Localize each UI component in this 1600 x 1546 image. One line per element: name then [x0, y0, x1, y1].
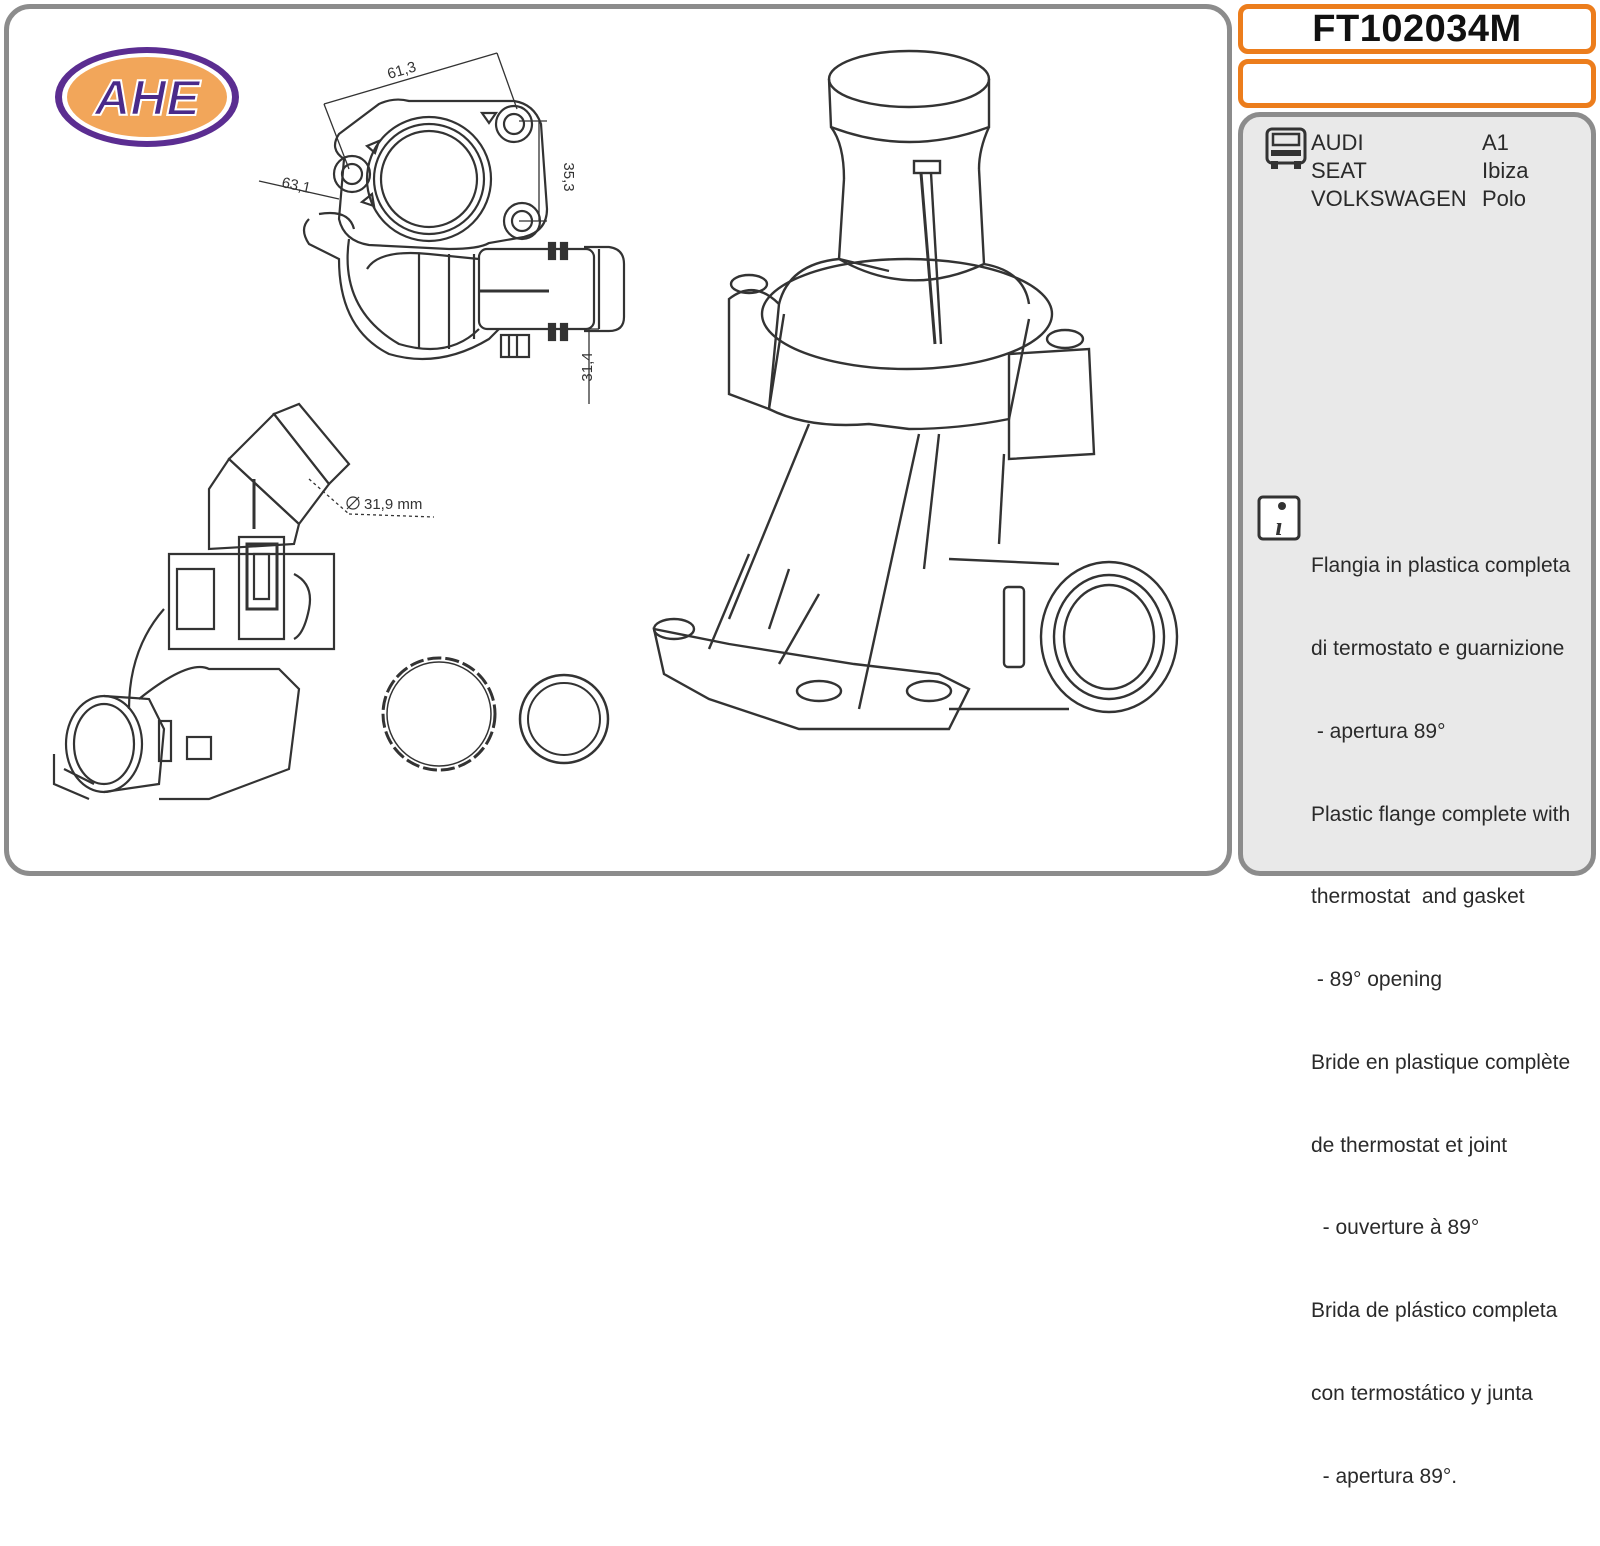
description-line: Bride en plastique complète: [1311, 1050, 1571, 1074]
section-view-drawing: [52, 402, 351, 801]
application-make: SEAT: [1311, 158, 1367, 183]
secondary-code-box: [1238, 59, 1596, 108]
info-panel: AUDI A1 SEAT Ibiza VOLKSWAGEN Polo ı Fla…: [1238, 112, 1596, 1488]
info-icon: ı: [1257, 495, 1301, 541]
application-model: A1: [1482, 130, 1509, 155]
product-description: Flangia in plastica completa di termosta…: [1311, 497, 1595, 1546]
application-row: SEAT Ibiza: [1311, 157, 1581, 185]
dim-35-3: 35,3: [560, 162, 577, 191]
gasket-drawing: [381, 656, 610, 772]
description-line: thermostat and gasket: [1311, 885, 1525, 909]
description-line: Flangia in plastica completa: [1311, 554, 1571, 578]
description-line: Brida de plástico completa: [1311, 1299, 1558, 1323]
dim-63-1: 63,1: [280, 174, 312, 197]
application-make: AUDI: [1311, 130, 1364, 155]
vehicle-icon: [1265, 127, 1307, 169]
description-line: Plastic flange complete with: [1311, 802, 1571, 826]
dimension-lines: [258, 52, 599, 404]
drawing-panel: AHE: [4, 4, 1232, 876]
description-line: - 89° opening: [1311, 968, 1442, 992]
product-code: FT102034M: [1238, 4, 1596, 54]
main-view-drawing: [652, 49, 1179, 731]
dim-diameter: 31,9 mm: [364, 496, 422, 513]
description-line: di termostato e guarnizione: [1311, 636, 1565, 660]
applications-list: AUDI A1 SEAT Ibiza VOLKSWAGEN Polo: [1311, 129, 1581, 213]
top-view-drawing: [302, 98, 626, 361]
logo-text: AHE: [92, 70, 201, 126]
dim-61-3: 61,3: [385, 58, 418, 82]
svg-text:ı: ı: [1275, 512, 1282, 541]
technical-drawing: AHE: [52, 47, 1179, 801]
application-row: VOLKSWAGEN Polo: [1311, 185, 1581, 213]
diameter-callout: 31,9 mm: [308, 478, 435, 518]
description-line: con termostático y junta: [1311, 1382, 1533, 1405]
ahe-logo: AHE: [55, 47, 239, 147]
dim-31-4: 31,4: [579, 352, 596, 381]
description-line: de thermostat et joint: [1311, 1133, 1508, 1157]
application-row: AUDI A1: [1311, 129, 1581, 157]
description-line: - apertura 89°.: [1311, 1464, 1458, 1488]
application-make: VOLKSWAGEN: [1311, 186, 1467, 211]
application-model: Ibiza: [1482, 158, 1529, 183]
description-line: - ouverture à 89°: [1311, 1216, 1480, 1240]
description-line: - apertura 89°: [1311, 719, 1446, 743]
application-model: Polo: [1482, 186, 1527, 211]
